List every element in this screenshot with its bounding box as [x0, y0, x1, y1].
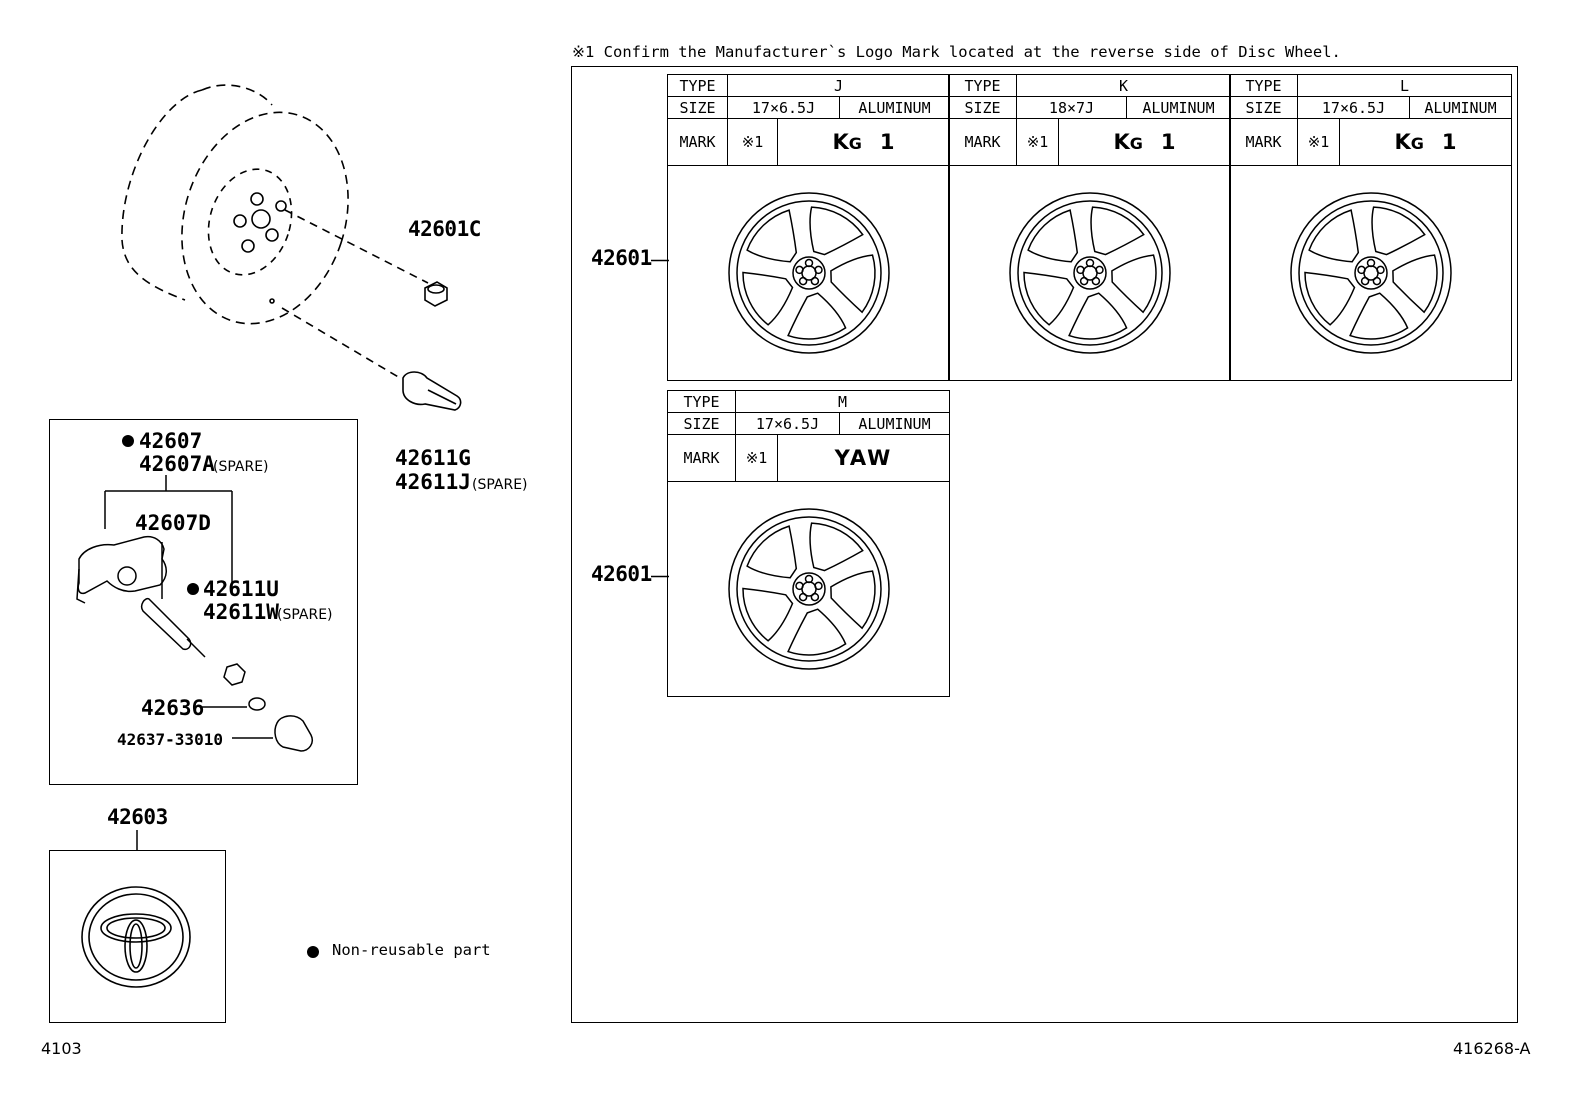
disc-wheel-icon	[1289, 192, 1452, 354]
type-value: M	[735, 390, 950, 413]
sensor-valve-spare-tag: (SPARE)	[277, 607, 333, 623]
wheel-image-cell	[948, 165, 1231, 381]
bullet-icon	[307, 946, 319, 958]
type-header: TYPE	[1229, 74, 1298, 97]
valve-label: 42611G	[395, 446, 471, 470]
mark-header: MARK	[948, 118, 1017, 166]
sensor-box	[49, 419, 358, 785]
mark-header: MARK	[667, 118, 728, 166]
manufacturer-logo-icon: KG	[1113, 130, 1143, 154]
size-header: SIZE	[1229, 96, 1298, 119]
cap-label: 42637-33010	[117, 730, 223, 749]
wheel-leader-bottom	[651, 575, 669, 578]
non-reusable-legend: Non-reusable part	[332, 941, 491, 959]
mark-value: YAW	[777, 434, 950, 482]
ornament-label: 42603	[107, 805, 168, 829]
wheel-exploded-view: 42601C 42611G 42611J (SPARE)	[121, 84, 528, 494]
sensor-valve-label: 42611U	[203, 577, 279, 601]
footer-left: 4103	[41, 1039, 82, 1058]
wheel-label-bottom: 42601	[591, 562, 652, 586]
size-value: 17×6.5J	[735, 412, 840, 435]
size-header: SIZE	[948, 96, 1017, 119]
mark-value: KG 1	[777, 118, 950, 166]
wheel-label-top: 42601	[591, 246, 652, 270]
type-header: TYPE	[948, 74, 1017, 97]
disc-wheel-icon	[727, 192, 890, 354]
mark-ref: ※1	[735, 434, 778, 482]
material-value: ALUMINUM	[1409, 96, 1512, 119]
mark-ref: ※1	[1297, 118, 1340, 166]
grommet-label: 42636	[141, 696, 204, 720]
sensor-assembly-diagram: 42607 42607A (SPARE) 42607D 42611U 42611…	[76, 429, 333, 752]
sensor-label: 42607	[139, 429, 202, 453]
footer-right: 416268-A	[1453, 1039, 1531, 1058]
manufacturer-logo-icon: KG	[1394, 130, 1424, 154]
toyota-emblem-icon	[81, 886, 191, 988]
disc-wheel-icon	[727, 508, 890, 670]
material-value: ALUMINUM	[839, 412, 950, 435]
type-header: TYPE	[667, 390, 736, 413]
ornament-box	[49, 850, 226, 1023]
mark-value: KG 1	[1058, 118, 1231, 166]
manufacturer-logo-icon: KG	[832, 130, 862, 154]
wheel-leader-top	[651, 259, 669, 262]
bullet-icon	[122, 435, 134, 447]
size-value: 18×7J	[1016, 96, 1127, 119]
wheel-image-cell	[667, 165, 950, 381]
material-value: ALUMINUM	[1126, 96, 1231, 119]
wheel-variants-frame	[571, 66, 1518, 1023]
disc-wheel-icon	[1008, 192, 1171, 354]
svg-text:42601C: 42601C	[408, 217, 481, 241]
mark-value: KG 1	[1339, 118, 1512, 166]
mark-ref: ※1	[1016, 118, 1059, 166]
size-header: SIZE	[667, 96, 728, 119]
sensor-spare-tag: (SPARE)	[213, 459, 269, 475]
size-value: 17×6.5J	[727, 96, 840, 119]
hub-nut-label: 42601C	[408, 217, 481, 241]
logo-mark-note: ※1 Confirm the Manufacturer`s Logo Mark …	[572, 43, 1341, 61]
valve-spare-tag: (SPARE)	[472, 477, 528, 493]
wheel-image-cell	[1229, 165, 1512, 381]
size-header: SIZE	[667, 412, 736, 435]
wheel-image-cell	[667, 481, 950, 697]
mark-ref: ※1	[727, 118, 778, 166]
sensor-alt-label: 42607A	[139, 452, 215, 476]
mark-header: MARK	[667, 434, 736, 482]
mark-header: MARK	[1229, 118, 1298, 166]
type-value: K	[1016, 74, 1231, 97]
type-header: TYPE	[667, 74, 728, 97]
bullet-icon	[187, 583, 199, 595]
type-value: L	[1297, 74, 1512, 97]
sensor-sub-label: 42607D	[135, 511, 211, 535]
material-value: ALUMINUM	[839, 96, 950, 119]
size-value: 17×6.5J	[1297, 96, 1410, 119]
sensor-valve-alt-label: 42611W	[203, 600, 279, 624]
type-value: J	[727, 74, 950, 97]
valve-alt-label: 42611J	[395, 470, 471, 494]
ornament-leader	[136, 830, 138, 850]
